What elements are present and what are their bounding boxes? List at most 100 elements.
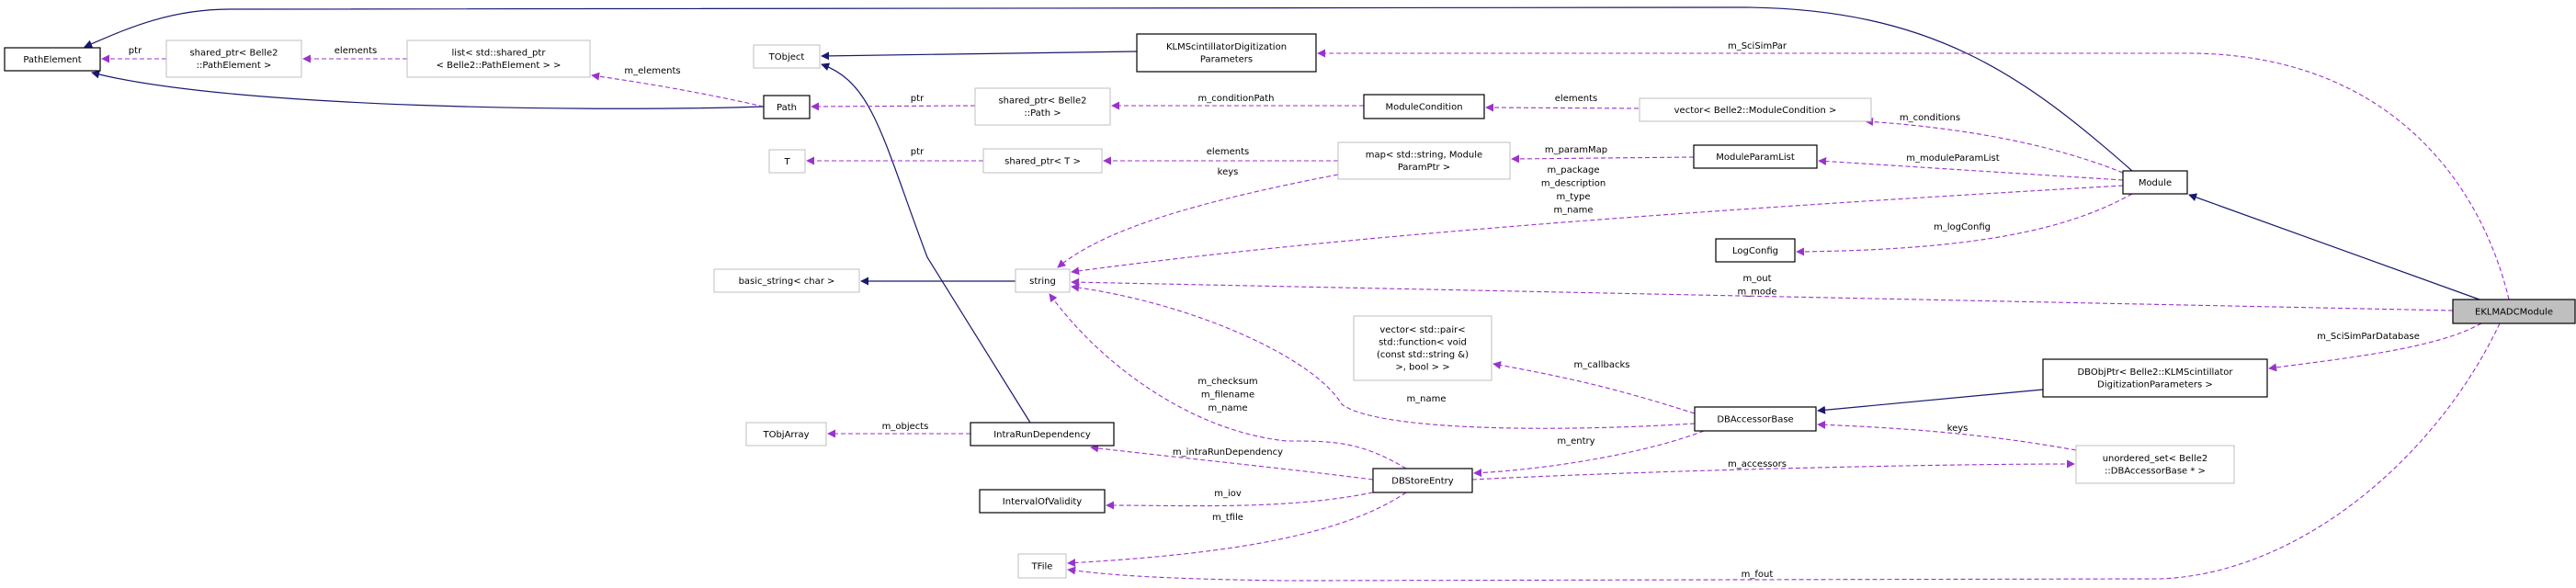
node-box	[2122, 170, 2188, 195]
class-node-moduleparamlist[interactable]: ModuleParamList	[1693, 144, 1818, 169]
class-node-path[interactable]: Path	[763, 95, 811, 119]
class-node-dbaccessorbase[interactable]: DBAccessorBase	[1694, 406, 1817, 432]
node-label: KLMScintillatorDigitization	[1166, 42, 1287, 52]
edge-label-line: m_type	[1556, 192, 1590, 202]
class-node-intervalofvalidity[interactable]: IntervalOfValidity	[979, 489, 1106, 514]
class-node-tobjarray: TObjArray	[745, 422, 827, 447]
class-node-list-shared-ptr: list< std::shared_ptr< Belle2::PathEleme…	[406, 40, 591, 78]
edge-label-line: m_paramMap	[1545, 145, 1607, 155]
node-box	[1715, 238, 1796, 263]
node-box	[753, 44, 821, 69]
node-box	[768, 149, 806, 174]
usage-edge-map-param-to-string	[1057, 174, 1339, 268]
inheritance-edge-path-to-pathelement	[91, 70, 765, 109]
node-label: ModuleParamList	[1716, 153, 1795, 163]
node-box	[1337, 141, 1511, 180]
node-label: IntervalOfValidity	[1003, 497, 1082, 507]
class-node-t: T	[768, 149, 806, 174]
edge-label-line: m_iov	[1214, 489, 1242, 499]
node-label: string	[1029, 277, 1056, 287]
class-node-shared-ptr-pathelement: shared_ptr< Belle2::PathElement >	[165, 40, 302, 78]
node-label: basic_string< char >	[739, 277, 835, 287]
edge-label-line: m_conditionPath	[1198, 94, 1275, 104]
node-label: PathElement	[23, 55, 81, 65]
edge-label: m_accessors	[1728, 459, 1787, 469]
node-box	[165, 40, 302, 78]
edge-label-line: m_name	[1553, 206, 1593, 216]
usage-edge-dbstoreentry-to-string	[1049, 293, 1407, 469]
usage-edge-vector-modulecondition-to-modulecondition	[1485, 103, 1640, 112]
edge-label-line: m_description	[1541, 179, 1606, 189]
class-node-modulecondition[interactable]: ModuleCondition	[1363, 94, 1485, 119]
node-label: shared_ptr< Belle2	[189, 49, 278, 59]
class-node-string: string	[1015, 268, 1071, 293]
node-box	[745, 422, 827, 447]
edge-label: m_logConfig	[1934, 222, 1991, 232]
node-label: IntraRunDependency	[993, 430, 1091, 440]
node-box	[979, 489, 1106, 514]
class-node-unordered-set: unordered_set< Belle2::DBAccessorBase * …	[2075, 445, 2235, 484]
usage-edge-shared-ptr-path-to-path	[811, 102, 976, 111]
usage-edge-eklmadcmodule-to-dbobjptr	[2268, 322, 2482, 372]
usage-edge-path-to-list-shared-ptr	[591, 72, 765, 107]
class-node-basic-string: basic_string< char >	[713, 268, 860, 293]
usage-edge-moduleparamlist-to-map-param	[1511, 154, 1695, 164]
node-box	[2452, 299, 2576, 324]
usage-edge-eklmadcmodule-to-tfile	[1067, 322, 2501, 582]
edge-label: m_objects	[882, 422, 929, 432]
node-box	[2042, 358, 2268, 398]
node-box	[1639, 97, 1872, 122]
class-node-module[interactable]: Module	[2122, 170, 2188, 195]
node-label: list< std::shared_ptr	[452, 49, 547, 59]
edge-label-line: m_elements	[624, 66, 680, 76]
node-box	[1363, 94, 1485, 119]
class-node-intrarundependency[interactable]: IntraRunDependency	[970, 422, 1115, 447]
edge-label-line: m_mode	[1737, 288, 1776, 298]
edge-label: m_conditions	[1900, 113, 1960, 123]
node-box	[1353, 315, 1492, 381]
edge-label: ptr	[129, 46, 142, 56]
edge-label: m_intraRunDependency	[1173, 447, 1283, 458]
node-box	[974, 87, 1111, 126]
nodes: PathElement shared_ptr< Belle2::PathEleme…	[4, 33, 2576, 579]
edge-label: m_SciSimParDatabase	[2317, 332, 2420, 342]
edge-label: m_moduleParamList	[1906, 153, 1999, 164]
edge-label-line: keys	[1218, 167, 1239, 177]
usage-edge-unordered-set-to-dbaccessorbase	[1817, 420, 2077, 451]
node-label: map< std::string, Module	[1366, 151, 1482, 161]
edge-label-line: m_filename	[1201, 390, 1254, 401]
edge-label-line: elements	[1207, 147, 1249, 157]
class-node-dbstoreentry[interactable]: DBStoreEntry	[1372, 468, 1473, 493]
node-label: DBObjPtr< Belle2::KLMScintillator	[2077, 368, 2233, 378]
node-box	[1694, 406, 1817, 432]
node-box	[4, 47, 101, 72]
edge-label-line: ptr	[911, 94, 925, 104]
node-label: EKLMADCModule	[2475, 307, 2553, 317]
node-label: T	[783, 157, 790, 167]
class-node-pathelement[interactable]: PathElement	[4, 47, 101, 72]
edge-label-line: m_fout	[1742, 570, 1774, 580]
usage-edge-module-to-logconfig	[1796, 193, 2133, 256]
edge-label: m_package m_description m_type m_name	[1541, 165, 1606, 216]
edge-label: ptr	[911, 94, 925, 104]
edge-label-line: m_package	[1548, 165, 1600, 175]
edge-label-line: m_name	[1208, 403, 1247, 413]
edge-label-line: ptr	[129, 46, 142, 56]
node-label: >, bool > >	[1395, 363, 1449, 373]
class-node-logconfig[interactable]: LogConfig	[1715, 238, 1796, 263]
class-node-dbobjptr[interactable]: DBObjPtr< Belle2::KLMScintillatorDigitiz…	[2042, 358, 2268, 398]
class-node-eklmadcmodule[interactable]: EKLMADCModule	[2452, 299, 2576, 324]
edge-label-line: elements	[1555, 94, 1597, 104]
node-label: unordered_set< Belle2	[2103, 454, 2208, 464]
node-label: vector< std::pair<	[1379, 325, 1465, 335]
usage-edge-module-to-string	[1071, 185, 2124, 276]
node-label: < Belle2::PathElement > >	[437, 61, 562, 71]
edge-label: m_entry	[1557, 436, 1594, 447]
usage-edge-dbstoreentry-to-unordered-set	[1471, 459, 2075, 481]
usage-edge-module-to-vector-modulecondition	[1865, 118, 2124, 174]
node-label: vector< Belle2::ModuleCondition >	[1674, 106, 1837, 116]
edge-label: m_paramMap	[1545, 145, 1607, 155]
